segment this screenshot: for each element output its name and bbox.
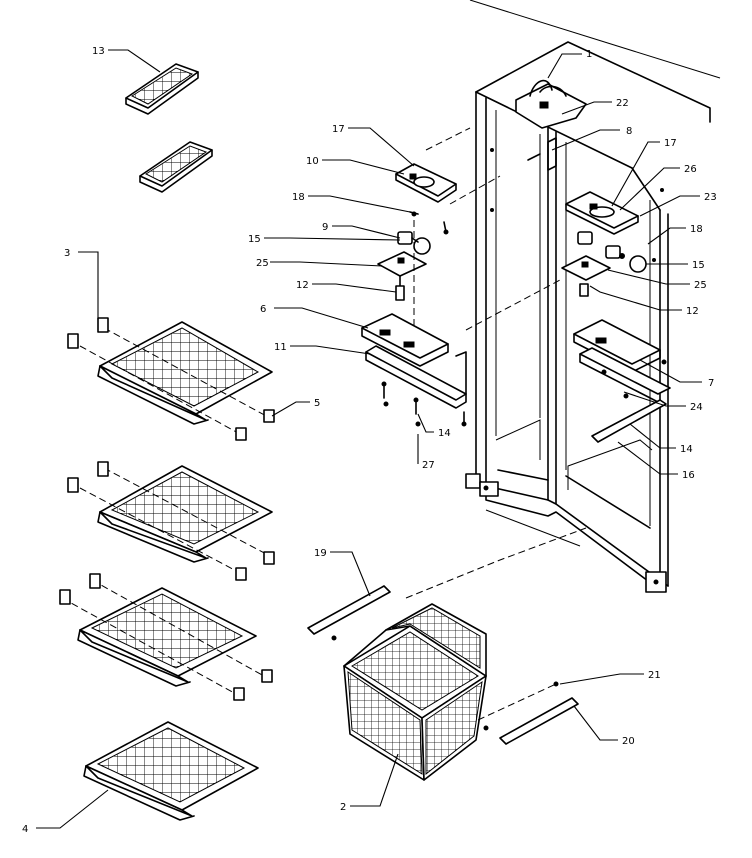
light-housing-left (395, 127, 471, 203)
screws-14-27 (381, 381, 467, 427)
callout-18-left: 18 (292, 192, 305, 203)
callout-2: 2 (340, 802, 346, 813)
light-socket-bulb-left (397, 231, 431, 255)
basket-rail-19 (307, 585, 391, 641)
callout-15-right: 15 (692, 260, 705, 271)
callout-18-right: 18 (690, 224, 703, 235)
callout-8: 8 (626, 126, 632, 137)
callout-1: 1 (586, 49, 592, 60)
basket-rail-20 (483, 681, 579, 745)
callout-27: 27 (422, 460, 435, 471)
callout-9: 9 (322, 222, 328, 233)
ice-tray-upper (125, 63, 199, 115)
callout-15-left: 15 (248, 234, 261, 245)
callout-20: 20 (622, 736, 635, 747)
callout-13: 13 (92, 46, 105, 57)
leader-lines (36, 49, 702, 829)
screw-9 (443, 221, 449, 235)
callout-4: 4 (22, 824, 28, 835)
mullion-bracket-6 (361, 313, 449, 367)
callout-10: 10 (306, 156, 319, 167)
callout-12-right: 12 (686, 306, 699, 317)
bracket-25-left (377, 251, 427, 301)
callout-6: 6 (260, 304, 266, 315)
callout-11: 11 (274, 342, 287, 353)
callout-17-left: 17 (332, 124, 345, 135)
control-housing-part (515, 79, 587, 129)
bracket-25-right (561, 255, 611, 297)
mullion-bracket-11 (365, 345, 467, 409)
callout-21: 21 (648, 670, 661, 681)
wire-shelf-2 (67, 461, 275, 581)
guide-line (449, 175, 501, 205)
callout-23: 23 (704, 192, 717, 203)
guide-line (465, 279, 561, 331)
callout-25-left: 25 (256, 258, 269, 269)
callout-7: 7 (708, 378, 714, 389)
drawer-slide-16 (591, 399, 667, 443)
light-housing-right (565, 191, 639, 235)
screw-18-left (409, 211, 419, 217)
light-socket-bulb-right (577, 231, 647, 273)
callout-26: 26 (684, 164, 697, 175)
callout-14-left: 14 (438, 428, 451, 439)
callout-14-right: 14 (680, 444, 693, 455)
ice-tray-lower (139, 141, 213, 193)
callout-12-left: 12 (296, 280, 309, 291)
guide-line (405, 527, 587, 599)
callout-5: 5 (314, 398, 320, 409)
callout-labels: 1 2 3 4 5 6 7 8 9 10 11 12 12 13 14 14 1… (22, 46, 717, 835)
callout-16: 16 (682, 470, 695, 481)
wire-shelf-4 (83, 721, 259, 821)
refrigerator-cabinet (465, 0, 721, 593)
light-shield-parts (527, 137, 557, 171)
callout-24: 24 (690, 402, 703, 413)
callout-25-right: 25 (694, 280, 707, 291)
wire-shelf-3 (59, 573, 273, 701)
callout-17-right: 17 (664, 138, 677, 149)
callout-22: 22 (616, 98, 629, 109)
callout-3: 3 (64, 248, 70, 259)
callout-19: 19 (314, 548, 327, 559)
freezer-basket (343, 603, 487, 781)
guide-line (485, 509, 581, 547)
guide-line (477, 683, 557, 721)
wire-shelf-1 (67, 317, 275, 441)
mullion-bracket-24 (573, 319, 671, 403)
